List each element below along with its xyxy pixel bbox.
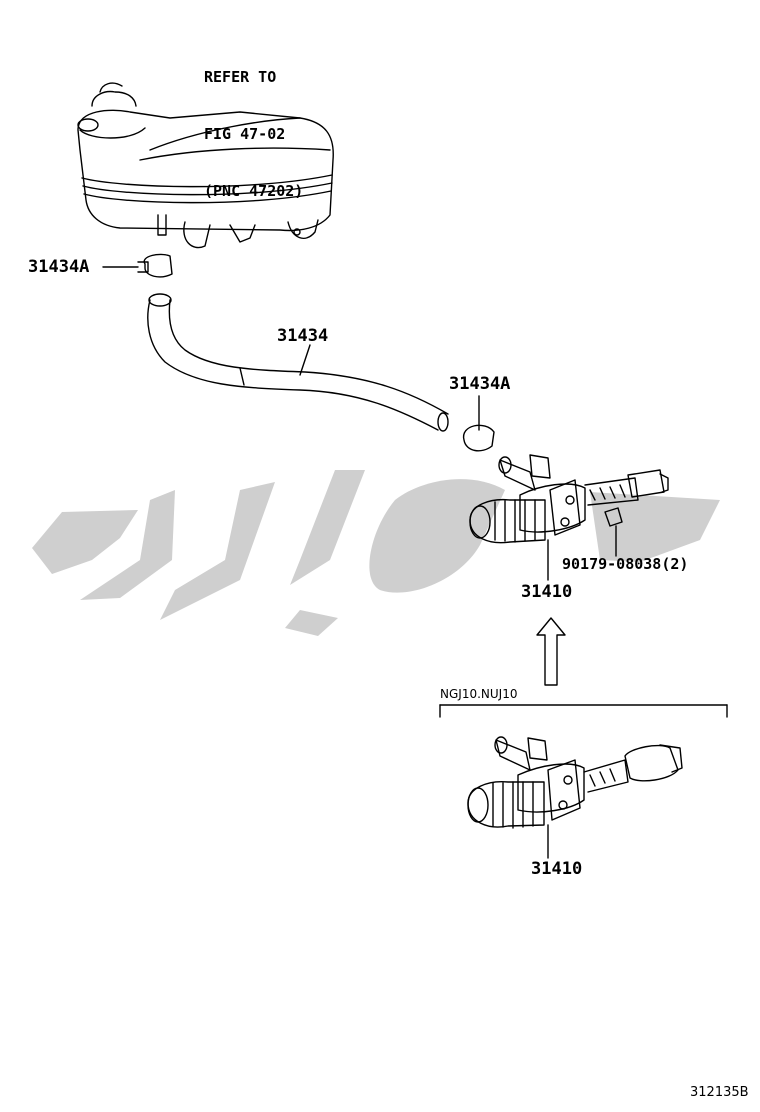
clamp-upper: [102, 253, 173, 278]
reservoir-tank: [77, 82, 334, 249]
reference-note: REFER TO FIG 47-02 (PNC 47202): [204, 30, 303, 220]
part-label-master-cylinder-variant: 31410: [531, 859, 583, 879]
part-label-master-cylinder-main: 31410: [521, 582, 573, 602]
watermark-logo: [32, 470, 720, 636]
part-label-clamp-lower: 31434A: [449, 374, 511, 394]
variant-note: NGJ10.NUJ10: [440, 687, 518, 701]
reference-note-line-1: REFER TO: [204, 68, 277, 86]
variant-bracket: [439, 704, 728, 718]
part-label-hose: 31434: [277, 326, 329, 346]
hose: [147, 293, 449, 432]
figure-code: 312135B: [690, 1085, 749, 1100]
part-label-clamp-upper: 31434A: [28, 257, 90, 277]
master-cylinder-main: [469, 454, 669, 581]
reference-note-line-2: FIG 47-02: [204, 125, 286, 143]
up-arrow: [536, 617, 566, 686]
part-label-nut: 90179-08038(2): [562, 555, 689, 573]
master-cylinder-variant: [467, 736, 683, 859]
reference-note-line-3: (PNC 47202): [204, 182, 304, 200]
clamp-lower: [463, 395, 495, 452]
